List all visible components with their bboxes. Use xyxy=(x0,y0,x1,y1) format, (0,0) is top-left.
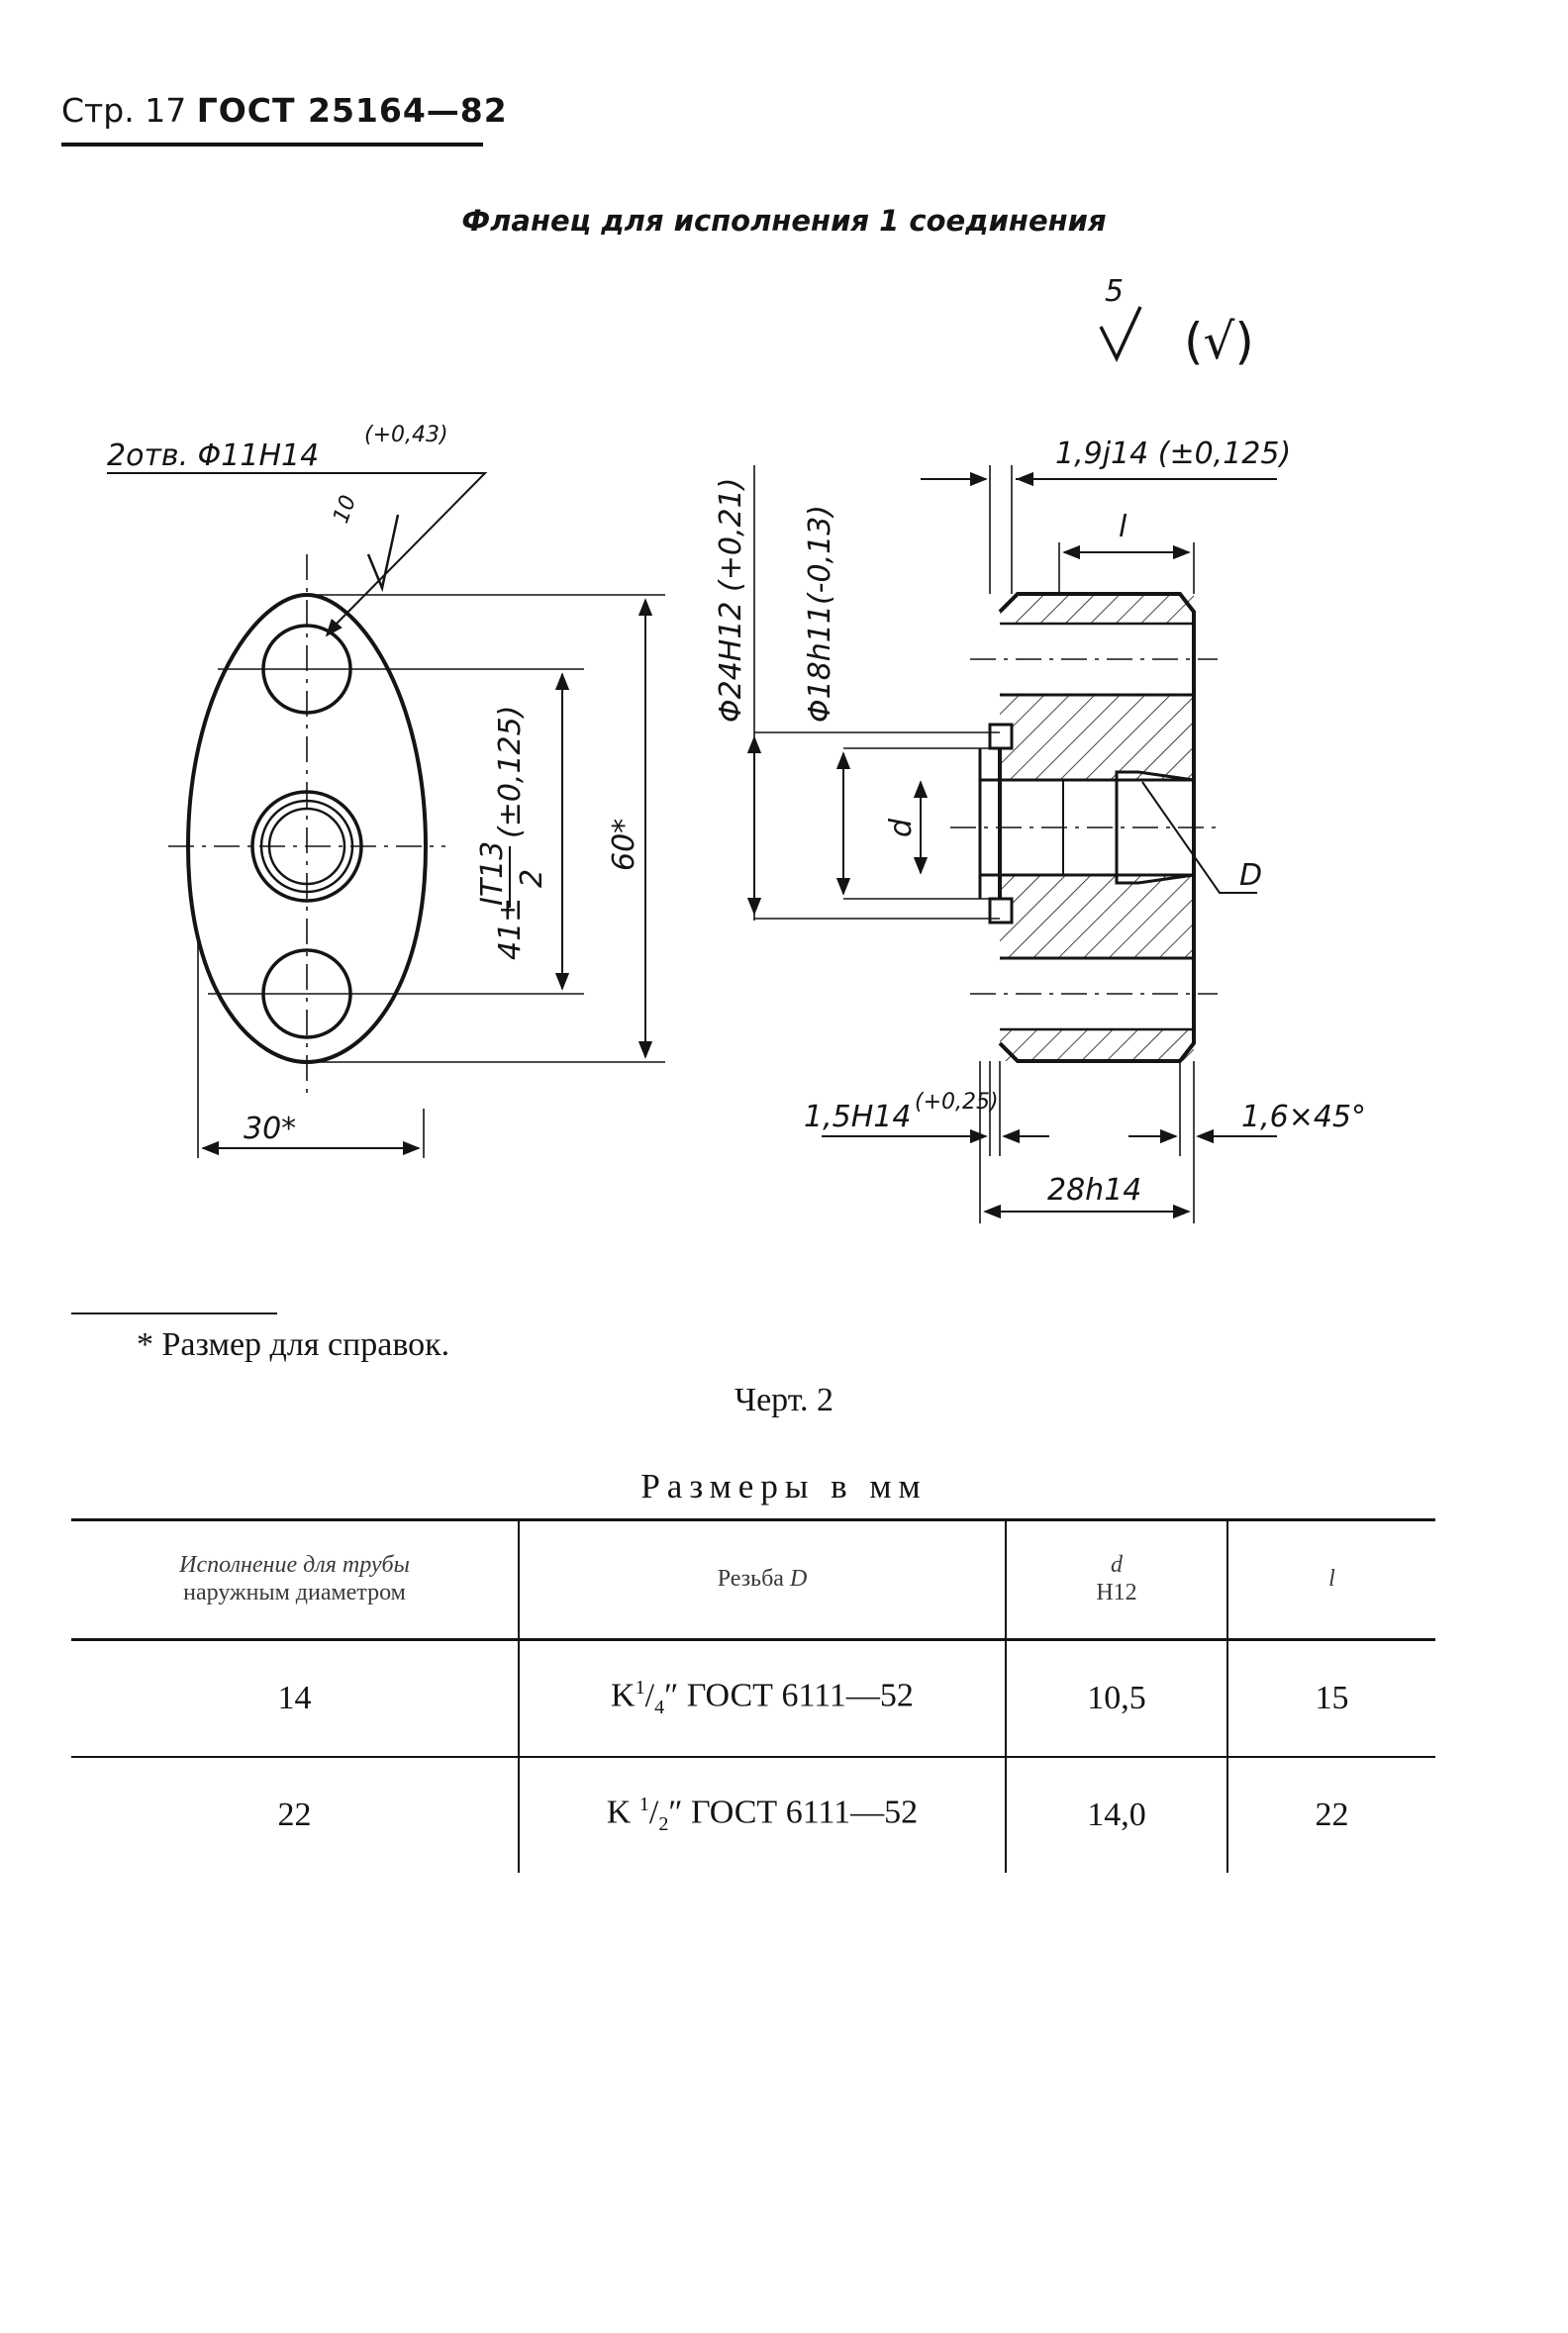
dia24-dimension: Φ24H12 (+0,21) xyxy=(714,478,748,723)
spacing-numerator: IT13 xyxy=(475,841,510,906)
spacing-denominator: 2 xyxy=(515,869,549,888)
header-pipe-diameter: Исполнение для трубы наружным диаметром xyxy=(71,1518,520,1641)
header-d-symbol: d xyxy=(1111,1552,1123,1579)
header-thread-text: Резьба xyxy=(717,1566,784,1593)
cell-diameter: 14 xyxy=(71,1639,520,1758)
footnote: * Размер для справок. xyxy=(137,1326,450,1363)
thread-prefix: K xyxy=(606,1794,639,1831)
units-caption: Размеры в мм xyxy=(640,1467,928,1506)
thread-fraction-den: 2 xyxy=(658,1813,669,1836)
thread-prefix: K xyxy=(611,1677,636,1714)
header-thread-symbol: D xyxy=(789,1566,808,1593)
holes-tolerance: (+0,43) xyxy=(364,423,448,447)
header-d: d H12 xyxy=(1006,1518,1228,1641)
cell-l: 15 xyxy=(1227,1639,1435,1758)
length-dimension: 28h14 xyxy=(1047,1173,1141,1208)
drawing-title: Фланец для исполнения 1 соединения xyxy=(461,204,1107,238)
header-l: l xyxy=(1227,1518,1435,1641)
face-tolerance: (+0,25) xyxy=(915,1090,999,1115)
thread-fraction-num: 1 xyxy=(635,1677,645,1700)
roughness-symbol: 5 (√) xyxy=(1099,274,1254,370)
roughness-parenthesized: (√) xyxy=(1184,313,1254,370)
figure-caption: Черт. 2 xyxy=(734,1382,834,1418)
cell-diameter: 22 xyxy=(71,1757,520,1873)
hole-roughness-label: 10 xyxy=(329,492,361,527)
d-dimension: d xyxy=(884,818,919,837)
cell-thread: K 1/2″ ГОСТ 6111—52 xyxy=(519,1757,1007,1873)
front-view xyxy=(107,472,665,1158)
l-dimension: l xyxy=(1119,510,1127,544)
footnote-rule xyxy=(71,1312,277,1314)
height-dimension: 60* xyxy=(607,819,641,871)
header-rule xyxy=(61,143,483,146)
section-view xyxy=(746,465,1277,1223)
cell-d: 10,5 xyxy=(1006,1639,1228,1758)
thread-fraction-num: 1 xyxy=(638,1794,649,1816)
thread-label: D xyxy=(1239,858,1262,893)
header-pipe-line1: Исполнение для трубы xyxy=(179,1552,410,1579)
thread-standard: ″ ГОСТ 6111—52 xyxy=(668,1794,919,1831)
spacing-tolerance: (±0,125) xyxy=(493,706,528,838)
cell-thread: K1/4″ ГОСТ 6111—52 xyxy=(519,1639,1007,1758)
page-number: Стр. 17 xyxy=(61,91,187,130)
spacing-dimension: 41± xyxy=(493,898,528,960)
table-header-row: Исполнение для трубы наружным диаметром … xyxy=(71,1518,1435,1641)
dia18-dimension: Φ18h11(-0,13) xyxy=(803,505,837,723)
page-header: Стр. 17 ГОСТ 25164—82 xyxy=(61,91,508,130)
header-pipe-line2: наружным диаметром xyxy=(183,1580,406,1605)
face-dimension: 1,5H14 xyxy=(804,1100,911,1134)
groove-dimension: 1,9j14 (±0,125) xyxy=(1055,437,1291,471)
table-row: 14 K1/4″ ГОСТ 6111—52 10,5 15 xyxy=(71,1639,1435,1758)
header-d-tolerance: H12 xyxy=(1096,1580,1137,1605)
cell-d: 14,0 xyxy=(1006,1757,1228,1873)
width-dimension: 30* xyxy=(244,1112,296,1146)
table-row: 22 K 1/2″ ГОСТ 6111—52 14,0 22 xyxy=(71,1757,1435,1873)
holes-label: 2отв. Φ11H14 xyxy=(107,438,319,473)
dimensions-table: Исполнение для трубы наружным диаметром … xyxy=(71,1518,1435,1873)
thread-standard: ″ ГОСТ 6111—52 xyxy=(664,1677,914,1714)
flange-drawing: 5 (√) 2отв. Φ11H14 (+0,43) xyxy=(107,274,1366,1223)
header-l-symbol: l xyxy=(1328,1566,1335,1593)
header-thread: Резьба D xyxy=(519,1518,1007,1641)
chamfer-dimension: 1,6×45° xyxy=(1241,1100,1366,1134)
roughness-value: 5 xyxy=(1105,274,1124,309)
document-number: ГОСТ 25164—82 xyxy=(196,91,508,130)
cell-l: 22 xyxy=(1315,1797,1349,1833)
thread-fraction-den: 4 xyxy=(654,1697,665,1719)
